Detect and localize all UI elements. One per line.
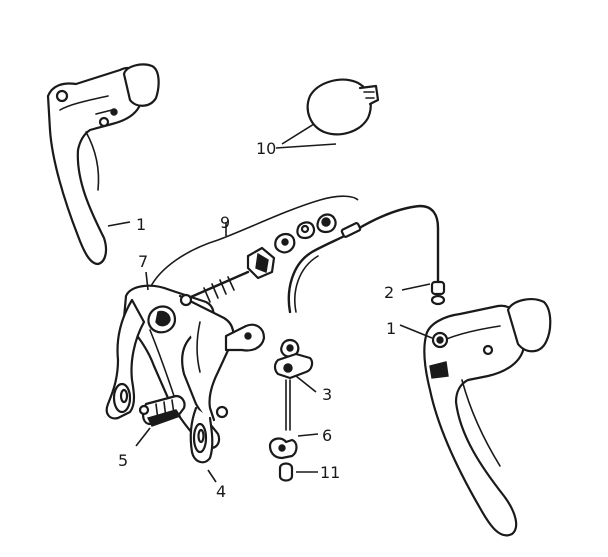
callout-clip: 10 — [256, 139, 276, 158]
callout-9-leader — [149, 195, 359, 289]
caliper-assembly — [105, 284, 266, 464]
brake-shoe — [138, 394, 186, 427]
callout-cable-clamp: 6 — [322, 426, 332, 445]
brake-cable — [287, 204, 446, 314]
right-brake-lever — [423, 298, 552, 537]
mount-hardware — [182, 213, 337, 303]
callout-caliper: 7 — [138, 252, 148, 271]
anchor-bolt-assembly — [268, 338, 314, 482]
callout-cable: 2 — [384, 283, 394, 302]
clip-part — [306, 78, 380, 136]
callout-anchor-bolt: 3 — [322, 385, 332, 404]
leader-lines — [107, 123, 433, 483]
callout-labels: 1 1 2 3 4 5 6 7 9 10 11 — [118, 139, 396, 501]
callout-cable-end: 11 — [320, 463, 340, 482]
callout-lever-left: 1 — [136, 215, 146, 234]
callout-mount-hardware: 9 — [220, 213, 230, 232]
callout-lever-right: 1 — [386, 319, 396, 338]
callout-brake-shoe: 5 — [118, 451, 128, 470]
left-brake-lever — [46, 63, 160, 266]
callout-brake-arm: 4 — [216, 482, 226, 501]
